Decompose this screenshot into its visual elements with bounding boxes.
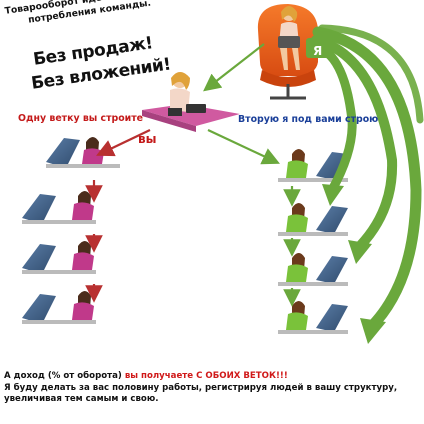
left-branch-label: Одну ветку вы строите (18, 113, 144, 124)
top-leader-figure (257, 4, 318, 100)
footer-line1-highlight: вы получаете С ОБОИХ ВЕТОК!!! (124, 371, 288, 381)
footer-line2: Я буду делать за вас половину работы, ре… (4, 382, 398, 393)
footer-text: А доход (% от оборота) вы получаете С ОБ… (4, 371, 422, 406)
green-arrows (203, 43, 301, 307)
red-arrows (85, 129, 151, 303)
footer-line3: увеличивая тем самым и свою. (4, 394, 159, 405)
right-branch-label: Вторую я под вами строю (238, 114, 379, 125)
me-label: Я (313, 44, 323, 58)
footer-line1: А доход (% от оборота) вы получаете С ОБ… (4, 371, 422, 383)
left-branch-figures (22, 137, 120, 324)
you-label: вы (138, 132, 157, 146)
me-badge (306, 38, 332, 58)
footer-line1-prefix: А доход (% от оборота) (4, 371, 125, 381)
green-curved-arrows (307, 24, 424, 344)
center-you-figure (142, 72, 240, 132)
